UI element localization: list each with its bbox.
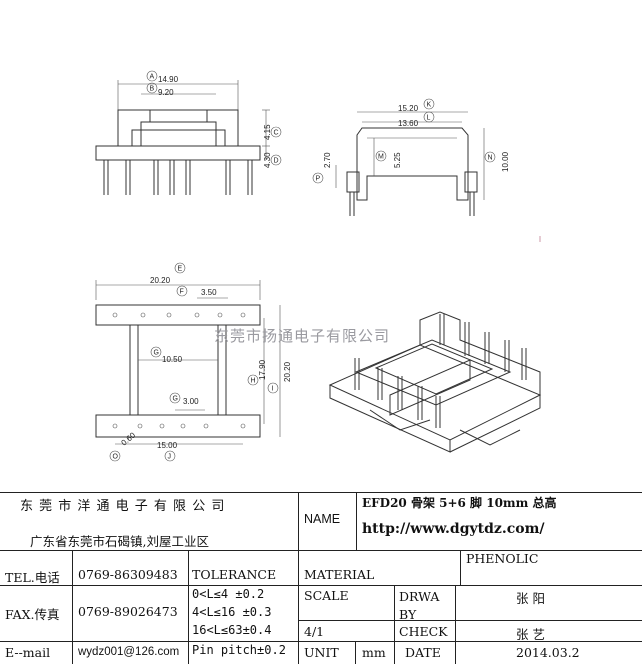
email-label: E--mail	[5, 645, 51, 660]
company-address: 广东省东莞市石碣镇,刘屋工业区	[30, 534, 209, 549]
material-value: PHENOLIC	[466, 551, 539, 566]
website-link[interactable]: http://www.dgytdz.com/	[362, 521, 545, 537]
svg-text:A: A	[150, 74, 155, 81]
drawn-by-label: DRWA BY	[399, 589, 440, 620]
tel-label: TEL.电话	[5, 570, 60, 585]
date-label: DATE	[405, 645, 441, 660]
isometric-view	[328, 311, 542, 453]
dim-o: 0.60	[120, 430, 138, 447]
dim-h: 17.90	[258, 359, 267, 380]
product-name: EFD20 骨架 5+6 脚 10mm 总高	[362, 496, 557, 510]
tolerance-2: 4<L≤16 ±0.3	[192, 605, 272, 619]
unit-label: UNIT	[304, 645, 339, 660]
drawing-canvas: A 14.90 B 9.20 4.15 C 4.30 D 15.20	[95, 70, 542, 462]
dim-e: 20.20	[150, 276, 171, 285]
pin-pitch: Pin pitch±0.2	[192, 643, 286, 657]
svg-text:O: O	[113, 454, 119, 461]
drawn-by-value: 张 阳	[516, 591, 545, 606]
tolerance-1: 0<L≤4 ±0.2	[192, 587, 265, 601]
email-value[interactable]: wydz001@126.com	[78, 646, 180, 658]
svg-text:N: N	[488, 155, 493, 162]
svg-text:K: K	[427, 102, 432, 109]
dim-i: 20.20	[283, 361, 292, 382]
company-name: 东 莞 市 洋 通 电 子 有 限 公 司	[20, 499, 226, 514]
side-view: 15.20 K 13.60 L 5.25 M 10.00 N 2.70 P	[312, 98, 510, 216]
check-value: 张 艺	[516, 627, 545, 640]
dim-c: 4.15	[263, 124, 272, 140]
front-view: A 14.90 B 9.20 4.15 C 4.30 D	[95, 70, 282, 195]
dim-b: 9.20	[158, 88, 174, 97]
svg-text:G: G	[173, 396, 178, 403]
dim-f: 3.50	[201, 288, 217, 297]
svg-text:I: I	[272, 386, 274, 393]
tolerance-label: TOLERANCE	[192, 567, 277, 582]
title-block: 东 莞 市 洋 通 电 子 有 限 公 司 广东省东莞市石碣镇,刘屋工业区 NA…	[0, 492, 642, 664]
svg-text:E: E	[178, 266, 183, 273]
dim-j: 15.00	[157, 441, 178, 450]
date-value: 2014.03.2	[516, 645, 580, 660]
top-view: E 20.20 F 3.50 G 10.50 G 3.00 15.00 J 0.…	[95, 262, 292, 462]
dim-a: 14.90	[158, 75, 179, 84]
tolerance-3: 16<L≤63±0.4	[192, 623, 272, 637]
scale-value: 4/1	[304, 624, 325, 639]
svg-text:C: C	[274, 130, 279, 137]
dim-d: 4.30	[263, 152, 272, 168]
watermark: 东莞市扬通电子有限公司	[214, 327, 390, 345]
dim-p: 2.70	[323, 152, 332, 168]
material-label: MATERIAL	[304, 567, 375, 582]
fax-label: FAX.传真	[5, 607, 60, 622]
dim-m: 5.25	[393, 152, 402, 168]
dim-g2: 3.00	[183, 397, 199, 406]
dim-g: 10.50	[162, 355, 183, 364]
check-label: CHECK	[399, 624, 448, 639]
svg-text:M: M	[378, 154, 384, 161]
unit-value: mm	[362, 645, 386, 660]
dim-k: 15.20	[398, 104, 419, 113]
name-label: NAME	[304, 512, 341, 526]
fax-value: 0769-89026473	[78, 604, 178, 619]
svg-text:L: L	[427, 115, 431, 122]
svg-text:J: J	[168, 454, 172, 461]
tel-value: 0769-86309483	[78, 567, 178, 582]
svg-text:P: P	[316, 176, 321, 183]
svg-text:H: H	[251, 378, 256, 385]
svg-text:B: B	[150, 86, 155, 93]
scale-label: SCALE	[304, 588, 349, 603]
svg-text:D: D	[274, 158, 279, 165]
svg-text:G: G	[154, 350, 159, 357]
svg-text:F: F	[180, 289, 184, 296]
technical-drawing: A 14.90 B 9.20 4.15 C 4.30 D 15.20	[95, 70, 542, 462]
dim-l: 13.60	[398, 119, 419, 128]
dim-n: 10.00	[501, 151, 510, 172]
